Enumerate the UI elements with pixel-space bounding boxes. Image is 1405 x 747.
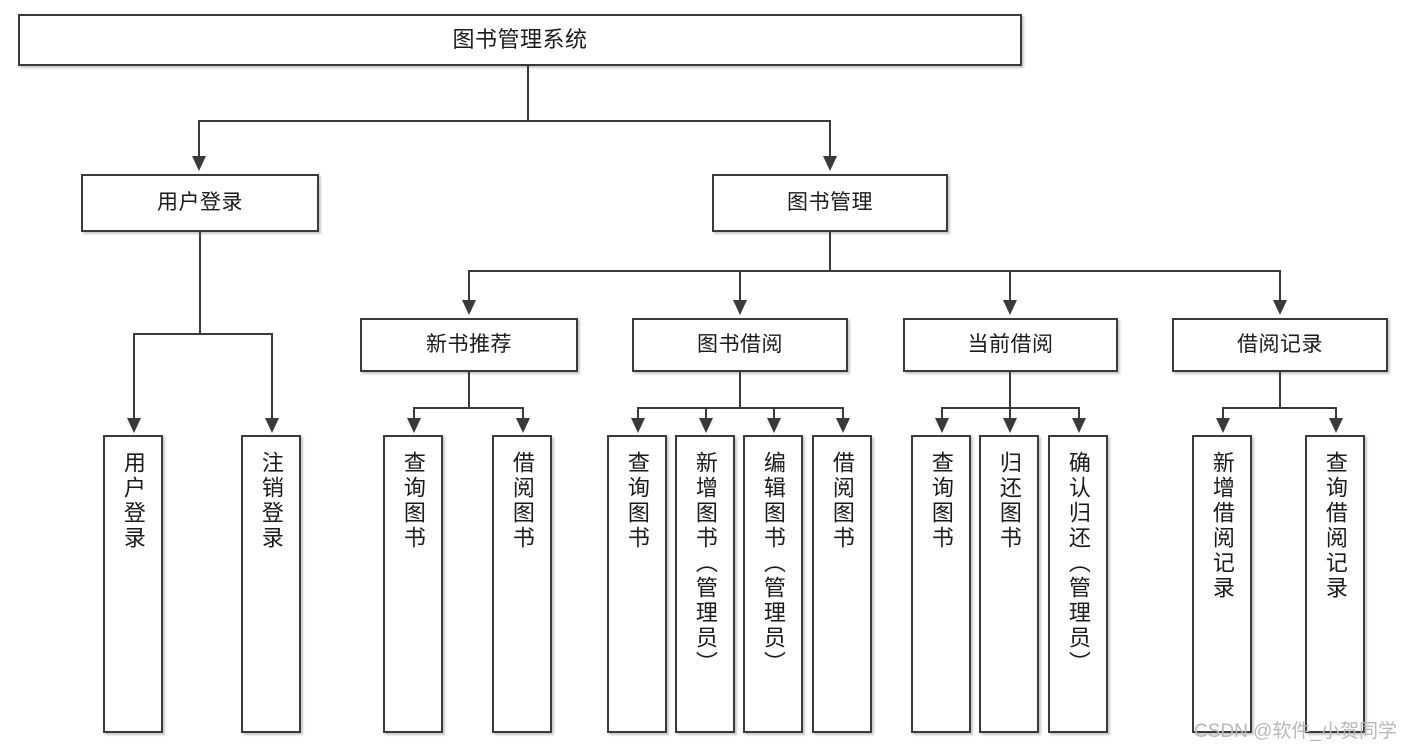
csdn-watermark: CSDN @软件_小贺同学 [1194,721,1397,742]
node-leaf-user-login[interactable]: 用户登录 [103,435,163,733]
edge-bm-to-book-borrow [739,270,741,302]
arrowhead-bm-to-borrow-record [1273,300,1287,315]
node-label: 图书管理系统 [452,27,588,53]
edge-user-login-to-leaf-1 [133,333,135,420]
arrowhead-bb-to-query-book [631,418,645,433]
node-user-login[interactable]: 用户登录 [81,174,319,232]
edge-br-to-query-record [1335,407,1337,420]
node-label: 用户登录 [120,451,146,551]
arrowhead-bb-to-borrow-book [836,418,850,433]
edge-nb-to-borrow-book [522,407,524,420]
arrowhead-user-login-to-leaf-1 [127,418,141,433]
arrowhead-nb-to-query-book [407,418,421,433]
node-leaf-return-book[interactable]: 归还图书 [979,435,1039,733]
node-label: 当前借阅 [967,332,1054,356]
node-label: 借阅记录 [1237,332,1323,356]
edge-user-login-to-leaf-2 [271,333,273,420]
node-leaf-edit-book[interactable]: 编辑图书（管理员） [743,435,803,733]
edge-bb-to-add-book [705,407,707,420]
node-label: 查询图书 [928,451,954,551]
edge-nb-to-query-book [413,407,415,420]
node-leaf-logout[interactable]: 注销登录 [241,435,301,733]
node-label: 新增借阅记录 [1209,451,1235,601]
edge-user-login-bus [133,333,272,335]
edge-book-borrow-stem [739,372,741,407]
edge-bb-to-query-book [637,407,639,420]
arrowhead-user-login-to-leaf-2 [265,418,279,433]
arrowhead-bm-to-book-borrow [733,300,747,315]
node-leaf-add-book[interactable]: 新增图书（管理员） [675,435,735,733]
arrowhead-root-to-book-management [823,156,837,171]
edge-user-login-stem [199,232,201,333]
node-new-book-recommend[interactable]: 新书推荐 [360,318,578,372]
edge-borrow-record-bus [1222,407,1337,409]
edge-book-borrow-bus [637,407,844,409]
node-label: 新增图书（管理员） [692,451,718,676]
node-label: 借阅图书 [829,451,855,551]
node-leaf-query-book-borrow[interactable]: 查询图书 [607,435,667,733]
edge-root-to-book-management [829,120,831,158]
node-root-book-management-system[interactable]: 图书管理系统 [18,14,1022,66]
edge-bm-to-borrow-record [1279,270,1281,302]
node-label: 借阅图书 [509,451,535,551]
node-label: 图书借阅 [697,332,783,356]
node-label: 查询图书 [400,451,426,551]
arrowhead-bb-to-add-book [699,418,713,433]
edge-cb-to-confirm-return [1078,407,1080,420]
edge-book-management-stem [829,232,831,270]
edge-root-stem [527,66,529,120]
node-leaf-borrow-book[interactable]: 借阅图书 [812,435,872,733]
arrowhead-br-to-add-record [1216,418,1230,433]
arrowhead-bm-to-current-borrow [1003,300,1017,315]
arrowhead-bm-to-new-book [462,300,476,315]
node-leaf-confirm-return[interactable]: 确认归还（管理员） [1048,435,1108,733]
node-leaf-query-book-recommend[interactable]: 查询图书 [383,435,443,733]
node-borrow-record[interactable]: 借阅记录 [1172,318,1388,372]
edge-root-to-user-login [198,120,200,158]
node-book-borrow[interactable]: 图书借阅 [632,318,848,372]
node-label: 编辑图书（管理员） [760,451,786,676]
arrowhead-br-to-query-record [1329,418,1343,433]
edge-bb-to-borrow-book [842,407,844,420]
edge-new-book-stem [468,372,470,407]
node-label: 查询借阅记录 [1322,451,1348,601]
edge-br-to-add-record [1222,407,1224,420]
node-label: 新书推荐 [426,332,512,356]
node-label: 查询图书 [624,451,650,551]
arrowhead-cb-to-return-book [1003,418,1017,433]
node-book-management[interactable]: 图书管理 [712,174,948,232]
node-leaf-query-borrow-record[interactable]: 查询借阅记录 [1305,435,1365,733]
node-label: 图书管理 [787,190,873,214]
edge-book-management-bus [468,270,1279,272]
node-label: 确认归还（管理员） [1065,451,1091,676]
node-leaf-query-book-current[interactable]: 查询图书 [911,435,971,733]
node-leaf-add-borrow-record[interactable]: 新增借阅记录 [1192,435,1252,733]
node-leaf-borrow-book-recommend[interactable]: 借阅图书 [492,435,552,733]
edge-bm-to-current-borrow [1009,270,1011,302]
edge-cb-to-query-book [941,407,943,420]
edge-current-borrow-stem [1009,372,1011,407]
edge-new-book-bus [413,407,524,409]
node-label: 注销登录 [258,451,284,551]
node-label: 用户登录 [157,190,243,214]
arrowhead-cb-to-query-book [935,418,949,433]
edge-root-bus [198,120,830,122]
edge-borrow-record-stem [1279,372,1281,407]
edge-bm-to-new-book [468,270,470,302]
edge-cb-to-return-book [1009,407,1011,420]
node-current-borrow[interactable]: 当前借阅 [903,318,1118,372]
arrowhead-bb-to-edit-book [767,418,781,433]
arrowhead-cb-to-confirm-return [1072,418,1086,433]
arrowhead-nb-to-borrow-book [516,418,530,433]
edge-bb-to-edit-book [773,407,775,420]
node-label: 归还图书 [996,451,1022,551]
arrowhead-root-to-user-login [192,156,206,171]
